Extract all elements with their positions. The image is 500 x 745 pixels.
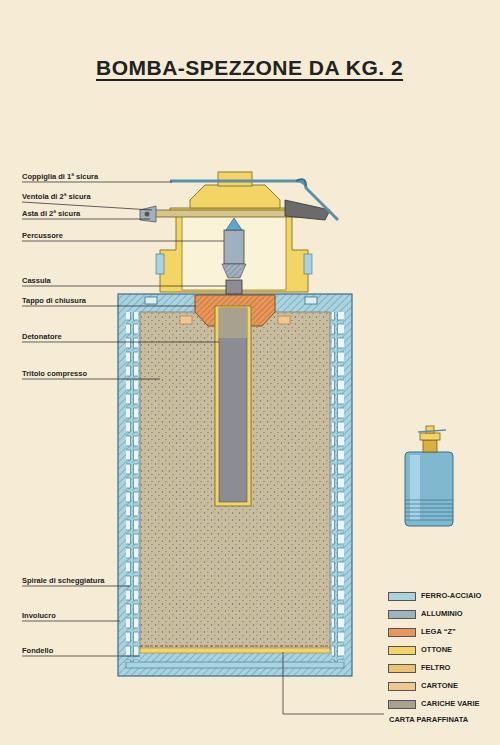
legend-text: CARTA PARAFFINATA xyxy=(389,715,468,724)
legend-swatch xyxy=(388,628,416,637)
part-label: Ventola di 2ª sicura xyxy=(22,192,91,201)
legend-swatch xyxy=(388,610,416,619)
legend-text: LEGA “Z” xyxy=(421,627,456,636)
part-label: Involucro xyxy=(22,611,56,620)
diagram-title: BOMBA-SPEZZONE DA KG. 2 xyxy=(96,56,403,80)
legend-swatch xyxy=(388,682,416,691)
legend-text: ALLUMINIO xyxy=(421,609,463,618)
legend-text: FERRO-ACCIAIO xyxy=(421,591,481,600)
legend-swatch xyxy=(388,700,416,709)
legend-swatch xyxy=(388,664,416,673)
legend-text: CARTONE xyxy=(421,681,458,690)
part-label: Cassula xyxy=(22,276,51,285)
part-label: Detonatore xyxy=(22,332,62,341)
part-label: Tappo di chiusura xyxy=(22,296,86,305)
legend-swatch xyxy=(388,646,416,655)
legend-swatch xyxy=(388,592,416,601)
legend-text: FELTRO xyxy=(421,663,450,672)
part-label: Tritolo compresso xyxy=(22,369,87,378)
legend-text: CARICHE VARIE xyxy=(421,699,480,708)
part-label: Spirale di scheggiatura xyxy=(22,576,105,585)
legend-text: OTTONE xyxy=(421,645,452,654)
part-label: Fondello xyxy=(22,646,53,655)
part-label: Asta di 2ª sicura xyxy=(22,209,80,218)
part-label: Coppiglia di 1ª sicura xyxy=(22,172,98,181)
part-label: Percussore xyxy=(22,231,63,240)
